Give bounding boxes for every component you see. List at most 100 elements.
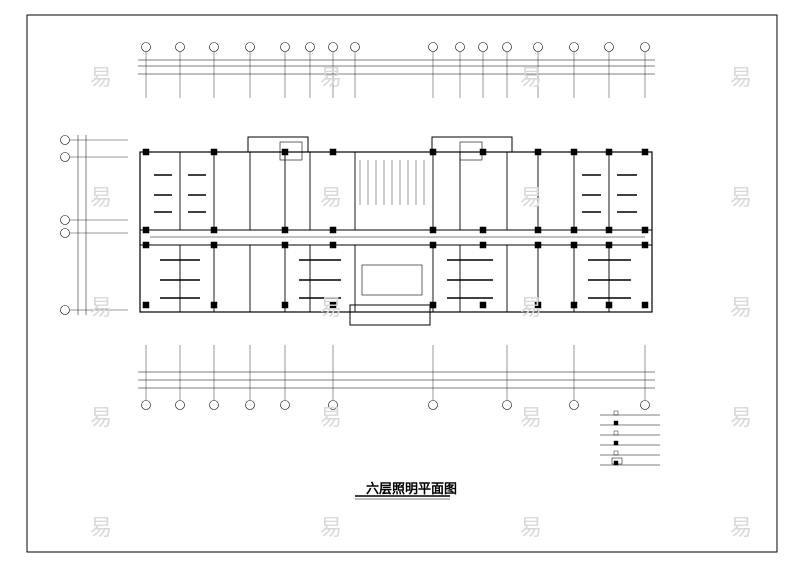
watermark: 易	[520, 186, 543, 211]
axis-bubble	[209, 400, 219, 410]
axis-bubble	[502, 42, 512, 52]
lobby-feature	[361, 264, 423, 296]
axis-bubble	[141, 400, 151, 410]
column	[570, 241, 578, 249]
axis-bubble	[328, 42, 338, 52]
watermark: 易	[730, 186, 753, 211]
watermark: 易	[520, 516, 543, 541]
column	[641, 226, 649, 234]
watermark: 易	[320, 186, 343, 211]
watermark: 易	[520, 406, 543, 431]
drawing-frame	[26, 14, 778, 553]
axis-bubble	[280, 42, 290, 52]
exterior-wall	[139, 151, 653, 313]
axis-bubble	[60, 228, 70, 238]
watermark: 易	[520, 296, 543, 321]
entrance	[349, 304, 431, 326]
column	[329, 301, 337, 309]
column	[534, 301, 542, 309]
watermark: 易	[90, 516, 113, 541]
column	[210, 241, 218, 249]
column	[534, 148, 542, 156]
axis-bubble	[60, 215, 70, 225]
legend-symbol	[613, 410, 619, 416]
axis-bubble	[640, 400, 650, 410]
column	[210, 301, 218, 309]
watermark: 易	[90, 406, 113, 431]
watermark: 易	[90, 66, 113, 91]
axis-bubble	[209, 42, 219, 52]
watermark: 易	[730, 516, 753, 541]
watermark: 易	[90, 296, 113, 321]
column	[605, 226, 613, 234]
column	[210, 226, 218, 234]
column	[534, 226, 542, 234]
watermark: 易	[520, 66, 543, 91]
column	[534, 241, 542, 249]
column	[479, 148, 487, 156]
axis-bubble	[60, 152, 70, 162]
legend-symbol	[613, 440, 619, 446]
axis-bubble	[305, 42, 315, 52]
column	[329, 241, 337, 249]
axis-bubble	[60, 135, 70, 145]
axis-bubble	[245, 400, 255, 410]
column	[429, 241, 437, 249]
axis-bubble	[502, 400, 512, 410]
column	[605, 148, 613, 156]
column	[429, 301, 437, 309]
column	[329, 226, 337, 234]
column	[641, 148, 649, 156]
column	[429, 148, 437, 156]
legend-symbol	[613, 450, 619, 456]
column	[605, 241, 613, 249]
axis-bubble	[604, 42, 614, 52]
watermark: 易	[730, 296, 753, 321]
column	[479, 301, 487, 309]
axis-bubble	[141, 42, 151, 52]
elevator	[459, 141, 483, 161]
column	[329, 148, 337, 156]
column	[142, 226, 150, 234]
watermark: 易	[320, 66, 343, 91]
axis-bubble	[478, 42, 488, 52]
watermark: 易	[320, 296, 343, 321]
axis-bubble	[175, 42, 185, 52]
axis-bubble	[428, 42, 438, 52]
column	[570, 226, 578, 234]
column	[281, 241, 289, 249]
elevator	[279, 141, 303, 161]
column	[605, 301, 613, 309]
stair-core	[247, 136, 309, 153]
column	[142, 148, 150, 156]
column	[479, 226, 487, 234]
legend-symbol	[613, 460, 619, 466]
column	[641, 301, 649, 309]
column	[479, 241, 487, 249]
axis-bubble	[640, 42, 650, 52]
column	[570, 301, 578, 309]
watermark: 易	[320, 516, 343, 541]
axis-bubble	[569, 42, 579, 52]
column	[429, 226, 437, 234]
axis-bubble	[569, 400, 579, 410]
axis-bubble	[60, 305, 70, 315]
watermark: 易	[730, 66, 753, 91]
column	[641, 241, 649, 249]
column	[281, 226, 289, 234]
legend-symbol	[613, 420, 619, 426]
watermark: 易	[90, 186, 113, 211]
axis-bubble	[350, 42, 360, 52]
axis-bubble	[533, 42, 543, 52]
axis-bubble	[245, 42, 255, 52]
column	[210, 148, 218, 156]
axis-bubble	[175, 400, 185, 410]
axis-bubble	[328, 400, 338, 410]
watermark: 易	[730, 406, 753, 431]
column	[281, 301, 289, 309]
drawing-title: 六层照明平面图	[366, 482, 458, 497]
stair-core	[431, 136, 513, 153]
legend-symbol	[611, 457, 623, 465]
